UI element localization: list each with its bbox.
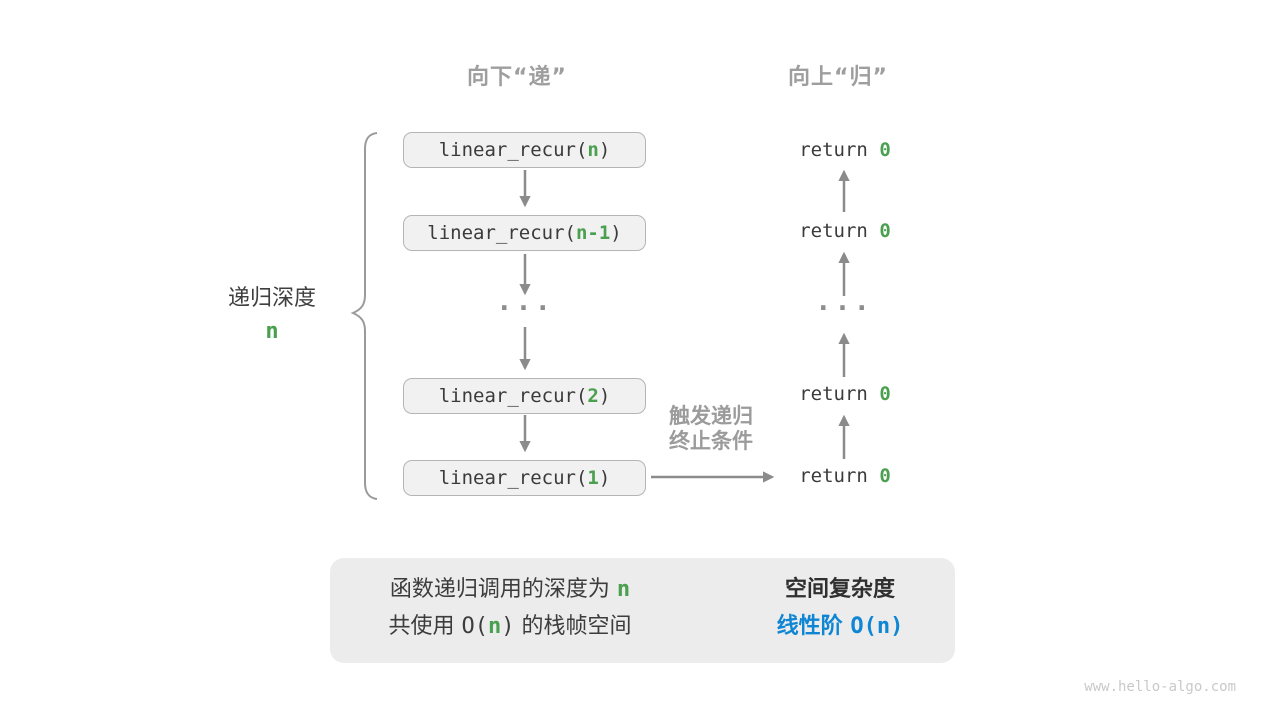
return-keyword: return (799, 139, 880, 161)
conclusion-value: 线性阶 O(n) (750, 608, 930, 645)
code-text: ) (598, 385, 611, 407)
return-value: 0 (879, 465, 891, 487)
summary-explanation: 函数递归调用的深度为 n 共使用 O(n) 的栈帧空间 (340, 571, 680, 645)
code-arg: n-1 (575, 222, 611, 244)
conclusion-title: 空间复杂度 (784, 577, 895, 602)
summary-line2: 共使用 O(n) 的栈帧空间 (340, 608, 680, 645)
conclusion-label: 线性阶 (776, 614, 851, 639)
summary-line1: 函数递归调用的深度为 n (340, 571, 680, 608)
return-value: 0 (879, 139, 891, 161)
code-text: ) (598, 467, 611, 489)
code-arg: 1 (587, 467, 599, 489)
summary-line1-text: 函数递归调用的深度为 (389, 577, 617, 602)
call-box-n: linear_recur(n) (403, 132, 646, 168)
code-text: linear_recur( (427, 222, 576, 244)
code-arg: n (587, 139, 599, 161)
return-keyword: return (799, 220, 880, 242)
depth-value: n (202, 319, 342, 344)
summary-expr-var: n (488, 614, 502, 639)
summary-panel: 函数递归调用的深度为 n 共使用 O(n) 的栈帧空间 空间复杂度 线性阶 O(… (330, 558, 955, 663)
code-text: ) (610, 222, 622, 244)
trigger-line2: 终止条件 (669, 429, 753, 453)
call-box-1: linear_recur(1) (403, 460, 646, 496)
trigger-condition-label: 触发递归 终止条件 (644, 404, 778, 454)
summary-expr-close: ) (501, 614, 515, 639)
return-row: return 0 (771, 136, 919, 164)
return-row: return 0 (771, 462, 919, 490)
summary-line2-pre: 共使用 (388, 614, 462, 639)
return-value: 0 (879, 383, 891, 405)
return-ellipsis: ··· (815, 293, 873, 324)
header-ascend: 向上“归” (788, 65, 888, 90)
code-text: linear_recur( (438, 467, 588, 489)
return-keyword: return (799, 465, 880, 487)
conclusion-expr: O(n) (850, 614, 904, 639)
trigger-line1: 触发递归 (669, 404, 753, 428)
depth-brace (350, 132, 378, 500)
code-arg: 2 (587, 385, 599, 407)
code-text: linear_recur( (438, 139, 588, 161)
summary-conclusion: 空间复杂度 线性阶 O(n) (750, 571, 930, 645)
summary-line2-post: 的栈帧空间 (514, 614, 632, 639)
summary-expr-open: O( (461, 614, 489, 639)
watermark: www.hello-algo.com (1084, 679, 1236, 695)
call-box-2: linear_recur(2) (403, 378, 646, 414)
depth-value-n: n (265, 319, 279, 344)
return-row: return 0 (771, 380, 919, 408)
return-value: 0 (879, 220, 891, 242)
header-descend: 向下“递” (467, 65, 567, 90)
code-text: ) (598, 139, 611, 161)
stack-ellipsis: ··· (496, 293, 554, 324)
summary-line1-var: n (616, 577, 631, 602)
call-box-n-1: linear_recur(n-1) (403, 215, 646, 251)
code-text: linear_recur( (438, 385, 588, 407)
return-keyword: return (799, 383, 880, 405)
return-row: return 0 (771, 217, 919, 245)
depth-label: 递归深度 (227, 286, 316, 311)
